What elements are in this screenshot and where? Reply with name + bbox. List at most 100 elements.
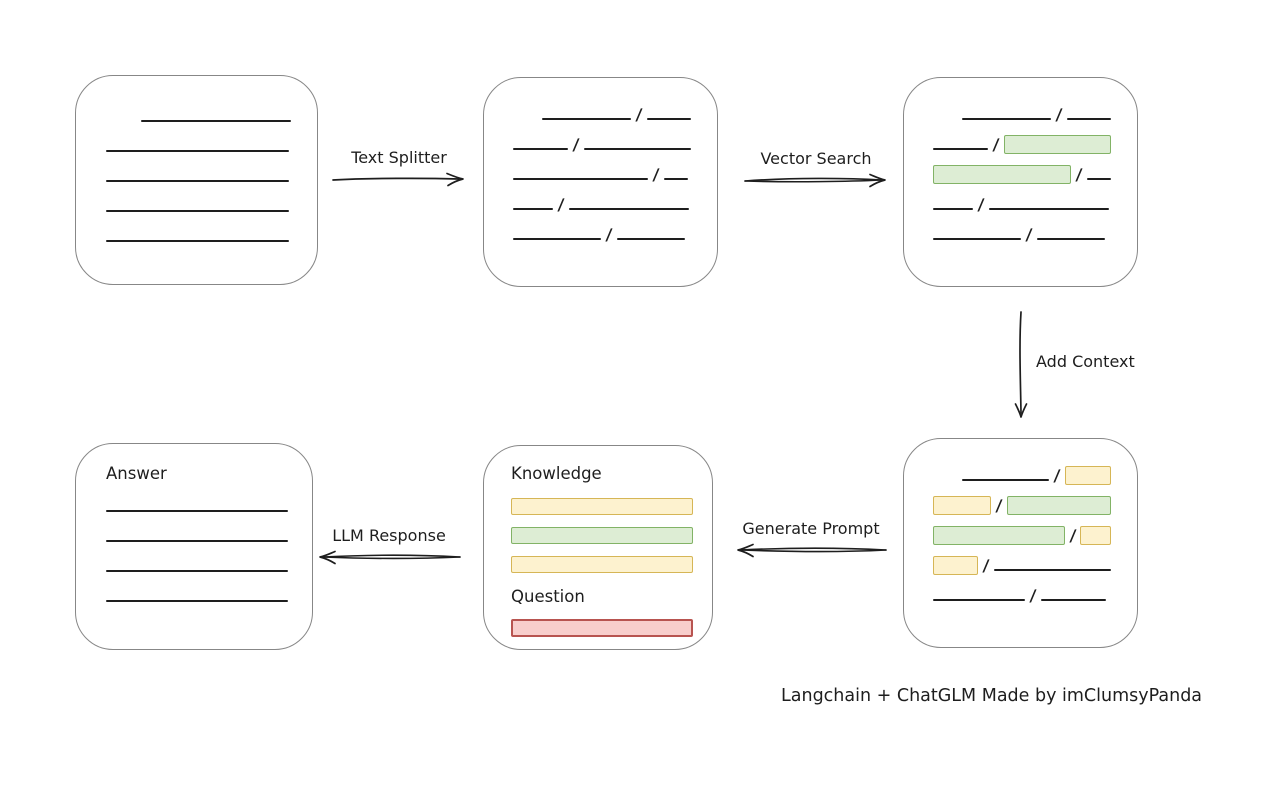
text-line [1036,238,1105,240]
text-line [933,599,1025,601]
text-splitter-arrow: Text Splitter [330,148,468,188]
yellow-bar [511,556,693,573]
text-line [933,148,988,150]
llm-response-arrow: LLM Response [315,526,463,566]
chunk-row: / [933,124,1111,154]
slash-separator: / [605,225,613,244]
arrow-label: Generate Prompt [742,519,880,538]
text-line [663,178,688,180]
text-line [988,208,1109,210]
chunk-row: / [962,455,1111,485]
answer-node: Answer [75,443,313,650]
text-line [994,569,1111,571]
right-arrow-icon [744,173,886,188]
document-lines [76,76,317,242]
question-label: Question [511,587,585,606]
chunk-row: / [933,154,1111,184]
text-line [106,240,289,242]
text-line [962,479,1050,481]
slash-separator: / [992,135,1000,154]
slash-separator: / [652,165,660,184]
yellow-highlight-bar [1065,466,1111,485]
green-highlight-bar [933,526,1065,545]
chunk-row: / [542,94,691,124]
text-line [106,540,288,542]
yellow-highlight-bar [933,556,979,575]
arrow-label: LLM Response [332,526,446,545]
text-line [1086,178,1111,180]
chunk-row: / [513,184,691,214]
chunk-rows: / / / / / [904,439,1137,605]
retrieved-chunks-node: / / / / / [903,77,1138,287]
generate-prompt-arrow: Generate Prompt [733,519,889,559]
vector-search-arrow: Vector Search [742,149,890,189]
chunk-rows: / / / / / [904,78,1137,244]
slash-separator: / [982,556,991,575]
arrow-label: Text Splitter [351,148,447,167]
green-highlight-bar [1007,496,1111,515]
slash-separator: / [1053,466,1062,485]
yellow-bar [511,498,693,515]
answer-label: Answer [106,464,167,483]
slash-separator: / [1075,165,1083,184]
chunk-row: / [962,94,1111,124]
chunk-row: / [513,154,691,184]
left-arrow-icon [319,550,461,565]
text-line [106,570,288,572]
right-arrow-icon [332,172,464,187]
red-bar [511,619,693,637]
text-line [513,148,568,150]
text-line [933,238,1021,240]
left-arrow-icon [737,543,887,558]
chunk-rows: / / / / / [484,78,717,244]
text-line [106,180,289,182]
knowledge-label: Knowledge [511,464,602,483]
text-line [106,510,288,512]
text-line [933,208,973,210]
slash-separator: / [572,135,580,154]
chunks-node: / / / / / [483,77,718,287]
document-node [75,75,318,285]
text-line [106,150,289,152]
slash-separator: / [634,105,643,124]
text-line [513,208,553,210]
prompt-content: Knowledge Question [484,446,712,637]
text-line [616,238,685,240]
text-line [141,120,291,122]
chunk-row: / [933,485,1111,515]
yellow-highlight-bar [933,496,992,515]
slash-separator: / [1025,225,1033,244]
chunk-row: / [933,515,1111,545]
arrow-label: Add Context [1036,352,1135,371]
knowledge-bars [511,498,693,573]
green-highlight-bar [1003,135,1111,154]
green-bar [511,527,693,544]
chunk-row: / [513,124,691,154]
slash-separator: / [1029,586,1037,605]
text-line [106,600,288,602]
slash-separator: / [557,195,565,214]
answer-content: Answer [76,444,312,602]
answer-lines [106,510,288,602]
chunk-row: / [513,214,691,244]
slash-separator: / [995,496,1004,515]
text-line [646,118,691,120]
chunk-row: / [933,214,1111,244]
prompt-node: Knowledge Question [483,445,713,650]
caption: Langchain + ChatGLM Made by imClumsyPand… [781,686,1203,706]
text-line [1040,599,1106,601]
slash-separator: / [1068,526,1077,545]
slash-separator: / [977,195,985,214]
arrow-label: Vector Search [760,149,872,168]
text-line [513,178,648,180]
context-chunks-node: / / / / / [903,438,1138,648]
chunk-row: / [933,184,1111,214]
text-line [568,208,689,210]
text-line [962,118,1051,120]
text-line [1066,118,1111,120]
slash-separator: / [1054,105,1063,124]
chunk-row: / [933,545,1111,575]
question-bars [511,619,693,637]
down-arrow-icon [1014,311,1028,418]
